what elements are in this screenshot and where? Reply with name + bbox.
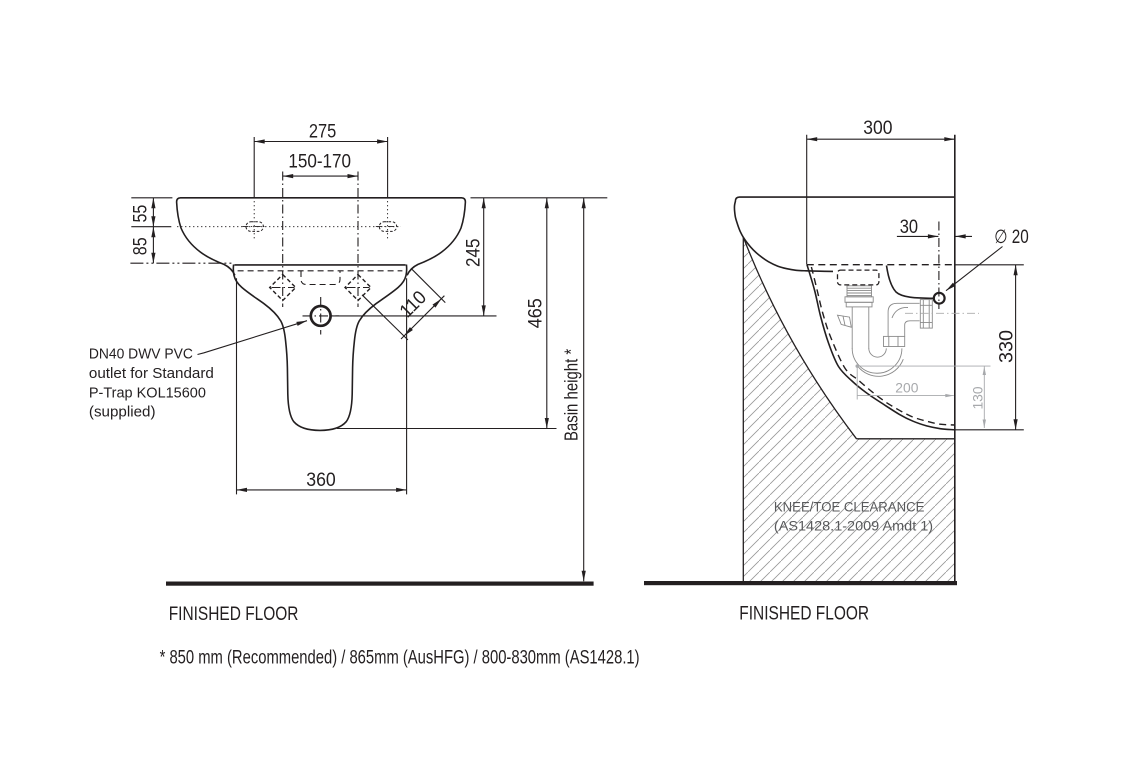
svg-text:KNEE/TOE CLEARANCE: KNEE/TOE CLEARANCE bbox=[774, 500, 925, 515]
svg-text:85: 85 bbox=[131, 237, 152, 255]
svg-text:300: 300 bbox=[863, 118, 892, 139]
svg-text:DN40 DWV PVC: DN40 DWV PVC bbox=[89, 347, 193, 363]
svg-text:130: 130 bbox=[969, 386, 985, 409]
svg-text:P-Trap KOL15600: P-Trap KOL15600 bbox=[89, 385, 206, 401]
svg-text:150-170: 150-170 bbox=[288, 152, 351, 173]
svg-text:FINISHED FLOOR: FINISHED FLOOR bbox=[739, 603, 869, 625]
svg-text:465: 465 bbox=[526, 298, 547, 328]
svg-text:245: 245 bbox=[463, 239, 484, 267]
svg-text:outlet for Standard: outlet for Standard bbox=[89, 366, 214, 382]
svg-text:* 850 mm (Recommended) / 865mm: * 850 mm (Recommended) / 865mm (AusHFG) … bbox=[160, 647, 640, 669]
svg-text:FINISHED FLOOR: FINISHED FLOOR bbox=[169, 603, 299, 625]
svg-text:200: 200 bbox=[895, 380, 918, 396]
svg-text:(AS1428.1-2009 Amdt 1): (AS1428.1-2009 Amdt 1) bbox=[774, 519, 933, 534]
svg-text:∅ 20: ∅ 20 bbox=[994, 227, 1028, 248]
svg-text:55: 55 bbox=[131, 205, 152, 223]
svg-text:(supplied): (supplied) bbox=[89, 405, 156, 421]
svg-text:Basin height *: Basin height * bbox=[561, 349, 581, 441]
svg-text:30: 30 bbox=[900, 217, 918, 238]
svg-text:330: 330 bbox=[996, 330, 1017, 363]
svg-text:275: 275 bbox=[309, 121, 336, 142]
svg-text:360: 360 bbox=[306, 470, 336, 491]
